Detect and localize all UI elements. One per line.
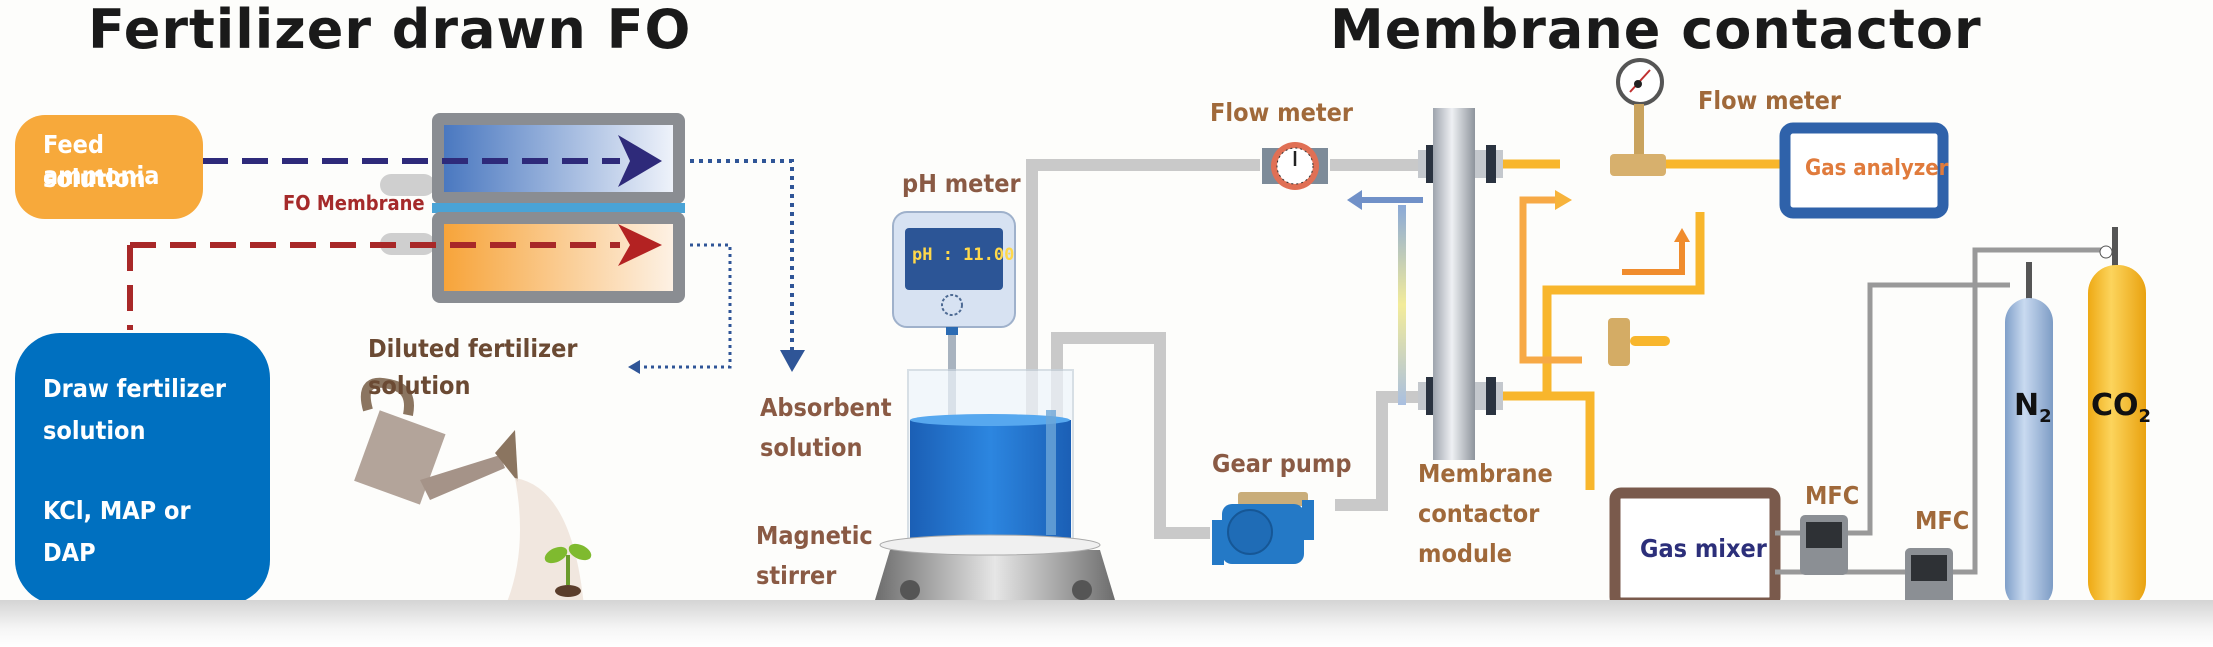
n2-cylinder [2005,262,2053,610]
gear-pump-label: Gear pump [1212,449,1352,478]
fo-inlet-top [380,174,435,196]
feed-ammonia-box: Feed ammonia solution [15,115,203,219]
gas-valve-icon [1608,318,1670,366]
draw-fertilizer-line4: DAP [43,538,96,567]
plant-sprout-icon [544,543,592,597]
watering-can-icon [354,377,585,618]
draw-fertilizer-line3: KCl, MAP or [43,496,191,525]
gas-pipes [1503,159,1780,490]
title-fertilizer-drawn-fo: Fertilizer drawn FO [88,0,692,61]
feed-flow-arrow [618,135,662,187]
n2-label: N2 [2014,388,2052,427]
absorbent-arrow [780,350,805,372]
fo-inlet-bottom [380,233,435,255]
gas-analyzer-box [1779,122,1949,219]
magnetic-stirrer [875,534,1115,600]
fo-module [127,113,805,374]
diluted-fertilizer-line2: solution [368,371,471,400]
return-flow-arrow-head [1347,190,1362,210]
mfc-device-1 [1800,515,1848,575]
mfc-1-label: MFC [1805,481,1860,510]
absorbent-label-line1: Absorbent [760,393,892,422]
diluted-arrow [628,360,640,374]
gas-flow-meter-label: Flow meter [1698,86,1841,115]
magnetic-stirrer-label-line1: Magnetic [756,521,873,550]
floor-shadow [0,600,2213,647]
gas-mixer-label: Gas mixer [1640,534,1767,563]
module-label-line3: module [1418,539,1512,568]
co2-cylinder [2088,227,2146,610]
diluted-fertilizer-line1: Diluted fertilizer [368,334,578,363]
co2-label: CO2 [2091,388,2152,427]
gas-flow-meter-gauge-icon [1610,58,1666,176]
module-label-line2: contactor [1418,499,1540,528]
membrane-contactor-column [1418,108,1503,460]
liquid-side-stream [1398,205,1406,405]
draw-fertilizer-line1: Draw fertilizer [43,374,226,403]
gas-flow-path-arrow [1519,196,1582,364]
draw-flow-arrow [618,224,662,266]
feed-ammonia-line1: Feed ammonia [43,130,160,191]
beaker [907,369,1074,541]
magnetic-stirrer-label-line2: stirrer [756,561,837,590]
fo-membrane-label: FO Membrane [283,191,425,215]
mfc-device-2 [1905,548,1953,608]
feed-ammonia-line2: solution [43,164,146,193]
absorbent-label-line2: solution [760,433,863,462]
mfc-2-label: MFC [1915,506,1970,535]
gas-to-analyzer-arrow-line [1622,240,1685,275]
title-membrane-contactor: Membrane contactor [1330,0,1982,61]
liquid-flow-meter-label: Flow meter [1210,98,1353,127]
draw-fertilizer-line2: solution [43,416,146,445]
module-label-line1: Membrane [1418,459,1553,488]
gas-flow-arrowhead-right [1555,190,1572,210]
draw-fertilizer-box: Draw fertilizer solution KCl, MAP or DAP [15,333,270,605]
liquid-flow-meter-icon [1262,142,1328,190]
draw-to-diluted-dotted [640,243,732,369]
gas-to-analyzer-arrowhead [1674,228,1690,242]
gear-pump-icon [1212,492,1314,565]
ph-meter-label: pH meter [902,169,1021,198]
ph-display-reading: pH : 11.00 [912,245,1015,265]
fo-membrane [432,203,685,213]
feed-to-absorbent-dotted [690,159,794,350]
gas-analyzer-label: Gas analyzer [1805,156,1949,181]
